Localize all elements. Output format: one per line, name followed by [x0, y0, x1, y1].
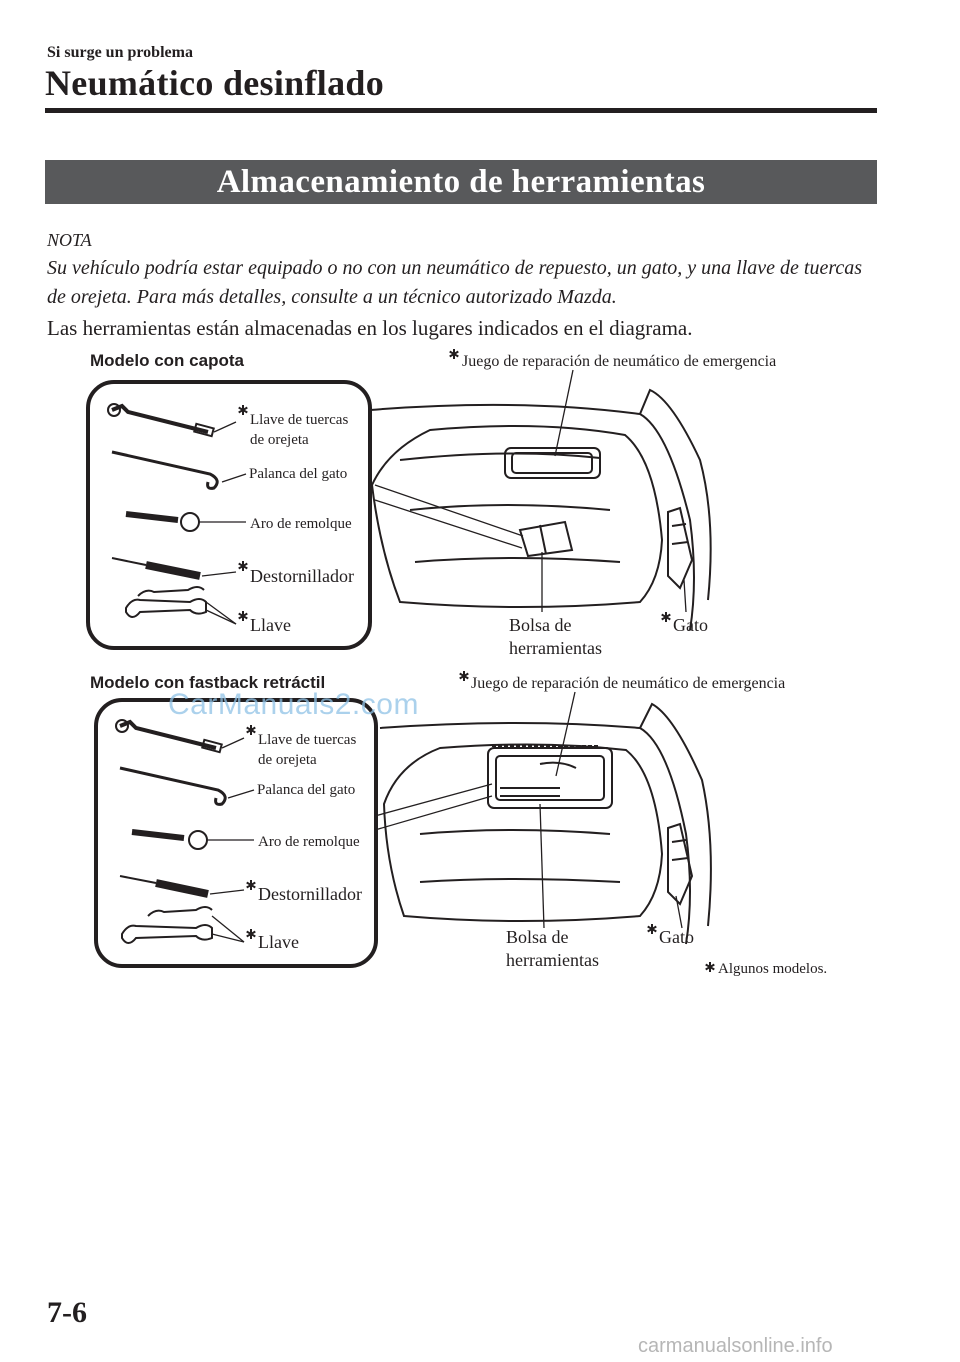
page-number: 7-6 — [47, 1296, 87, 1330]
diagram-title: Modelo con capota — [90, 351, 245, 370]
note-text: Su vehículo podría estar equipado o no c… — [47, 254, 882, 312]
chapter-title: Neumático desinflado — [45, 62, 384, 104]
lug-wrench-label: Llave de tuercas — [250, 412, 348, 428]
screwdriver-label: Destornillador — [258, 884, 362, 904]
asterisk-icon — [662, 612, 671, 622]
tool-bag-label-2: herramientas — [506, 950, 599, 970]
watermark-top: CarManuals2.com — [168, 688, 419, 722]
tool-bag-label: Bolsa de — [506, 927, 569, 947]
tool-bag-label-2: herramientas — [509, 638, 602, 658]
note-heading: NOTA — [47, 230, 92, 251]
lug-wrench-label-2: de orejeta — [250, 432, 309, 448]
asterisk-icon — [460, 671, 469, 681]
lug-wrench-label-2: de orejeta — [258, 752, 317, 768]
lug-wrench-label: Llave de tuercas — [258, 732, 356, 748]
jack-lever-label: Palanca del gato — [249, 466, 347, 482]
section-label: Si surge un problema — [47, 44, 193, 62]
emergency-kit-label: Juego de reparación de neumático de emer… — [462, 353, 776, 370]
tow-hook-label: Aro de remolque — [250, 516, 352, 532]
jack-label: Gato — [673, 615, 708, 635]
asterisk-icon — [450, 349, 459, 359]
jack-label: Gato — [659, 927, 694, 947]
asterisk-icon — [706, 962, 715, 972]
trunk-illustration — [370, 390, 711, 630]
tow-hook-label: Aro de remolque — [258, 834, 360, 850]
screwdriver-label: Destornillador — [250, 566, 354, 586]
watermark-bottom: carmanualsonline.info — [638, 1335, 833, 1358]
tool-bag-label: Bolsa de — [509, 615, 572, 635]
wrench-label: Llave — [250, 615, 291, 635]
asterisk-icon — [648, 924, 657, 934]
diagram-retractable-fastback: Modelo con fastback retráctil Juego de r… — [0, 664, 960, 986]
emergency-kit-label: Juego de reparación de neumático de emer… — [471, 675, 785, 692]
section-banner-title: Almacenamiento de herramientas — [45, 160, 877, 204]
footnote: Algunos modelos. — [718, 961, 827, 977]
diagram-soft-top: Modelo con capota Juego de reparación de… — [0, 340, 960, 660]
jack-lever-label: Palanca del gato — [257, 782, 355, 798]
wrench-label: Llave — [258, 932, 299, 952]
intro-paragraph: Las herramientas están almacenadas en lo… — [47, 316, 692, 341]
header-rule — [45, 108, 877, 113]
section-banner: Almacenamiento de herramientas — [45, 160, 877, 204]
trunk-illustration — [380, 704, 711, 944]
